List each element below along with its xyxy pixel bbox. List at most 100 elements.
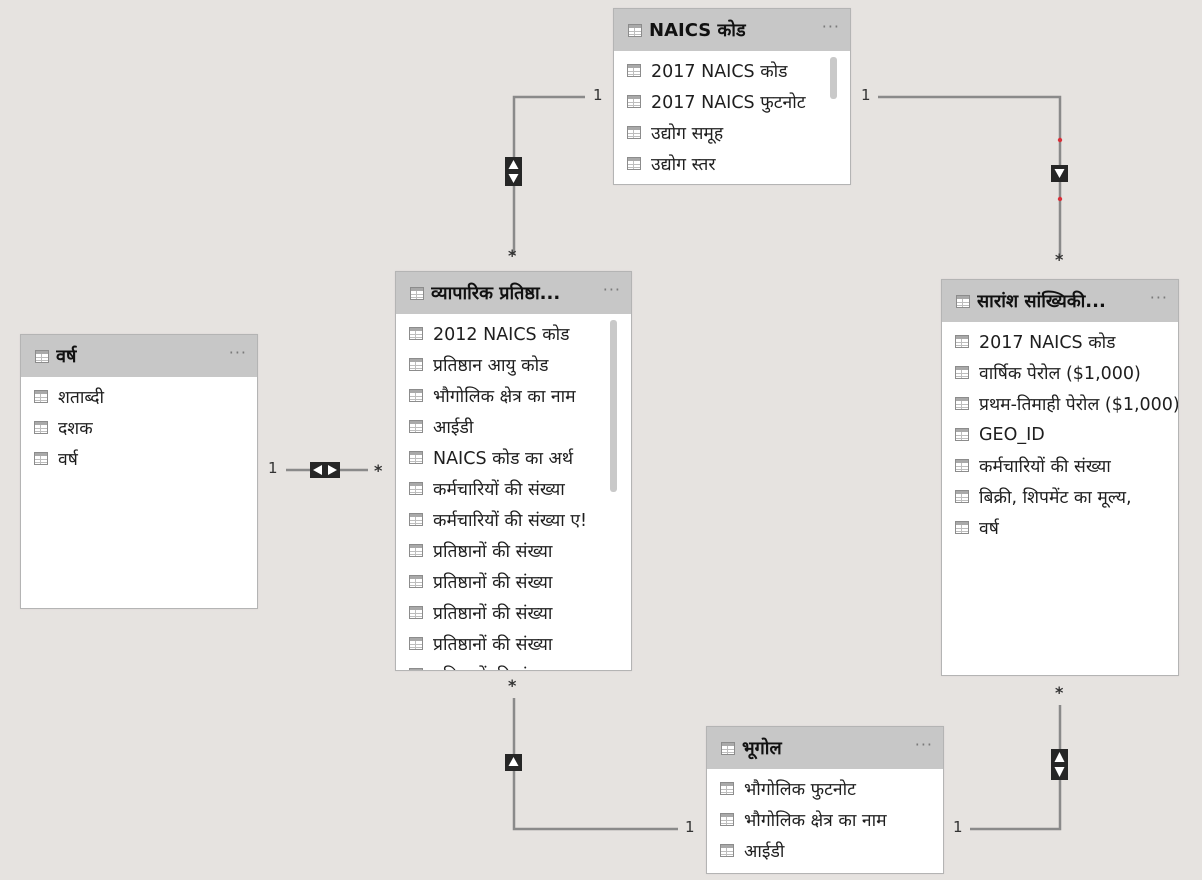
field-row[interactable]: बिक्री, शिपमेंट का मूल्य, bbox=[942, 481, 1178, 512]
field-name: वार्षिक पेरोल ($1,000) bbox=[979, 363, 1141, 384]
field-row[interactable]: आईडी bbox=[396, 411, 631, 442]
field-row[interactable]: कर्मचारियों की संख्या ए! bbox=[396, 504, 631, 535]
field-name: NAICS कोड का अर्थ bbox=[433, 448, 574, 469]
field-list: भौगोलिक फुटनोट भौगोलिक क्षेत्र का नाम आई… bbox=[707, 769, 943, 866]
more-options-icon[interactable]: ··· bbox=[821, 16, 840, 36]
field-icon bbox=[34, 390, 48, 403]
field-row[interactable]: कर्मचारियों की संख्या bbox=[942, 450, 1178, 481]
field-icon bbox=[720, 813, 734, 826]
field-row[interactable]: भौगोलिक क्षेत्र का नाम bbox=[396, 380, 631, 411]
field-row[interactable]: प्रथम-तिमाही पेरोल ($1,000) bbox=[942, 388, 1178, 419]
field-name: 2017 NAICS फुटनोट bbox=[651, 92, 806, 113]
cardinality-one-geo-business: 1 bbox=[685, 818, 695, 836]
field-row[interactable]: भौगोलिक फुटनोट bbox=[707, 773, 943, 804]
field-row[interactable]: उद्योग समूह bbox=[614, 117, 850, 148]
field-name: कर्मचारियों की संख्या bbox=[433, 479, 565, 500]
field-row[interactable]: प्रतिष्ठानों की संख्या bbox=[396, 535, 631, 566]
field-row[interactable]: 2017 NAICS फुटनोट bbox=[614, 86, 850, 117]
line-geo-business bbox=[512, 698, 678, 831]
field-row[interactable]: वार्षिक पेरोल ($1,000) bbox=[942, 357, 1178, 388]
field-row[interactable]: प्रतिष्ठानों की संख्या bbox=[396, 566, 631, 597]
field-name: वर्ष bbox=[979, 518, 999, 539]
accent-dot bbox=[1057, 137, 1063, 143]
table-title: व्यापारिक प्रतिष्ठा... bbox=[431, 283, 561, 304]
cardinality-many-geo-summary: * bbox=[1055, 683, 1064, 702]
table-header[interactable]: भूगोल ··· bbox=[707, 727, 943, 769]
table-header[interactable]: व्यापारिक प्रतिष्ठा... ··· bbox=[396, 272, 631, 314]
table-title: NAICS कोड bbox=[649, 20, 746, 41]
field-row[interactable]: आईडी bbox=[707, 835, 943, 866]
more-options-icon[interactable]: ··· bbox=[1149, 287, 1168, 307]
field-icon bbox=[409, 606, 423, 619]
table-header[interactable]: सारांश सांख्यिकी... ··· bbox=[942, 280, 1178, 322]
more-options-icon[interactable]: ··· bbox=[914, 734, 933, 754]
field-name: शताब्दी bbox=[58, 387, 105, 408]
field-name: प्रतिष्ठानों की संख्या bbox=[433, 541, 553, 562]
field-row[interactable]: प्रतिष्ठानों की संख्या bbox=[396, 628, 631, 659]
table-title: सारांश सांख्यिकी... bbox=[977, 291, 1106, 312]
table-naics-codes[interactable]: NAICS कोड ··· 2017 NAICS कोड 2017 NAICS … bbox=[613, 8, 851, 185]
field-row[interactable]: शताब्दी bbox=[21, 381, 257, 412]
table-summary-statistics[interactable]: सारांश सांख्यिकी... ··· 2017 NAICS कोड व… bbox=[941, 279, 1179, 676]
line-geo-summary bbox=[970, 705, 1062, 831]
field-row[interactable]: वर्ष bbox=[942, 512, 1178, 543]
field-row[interactable]: प्रतिष्ठानों की संख्या bbox=[396, 659, 631, 670]
field-row[interactable]: 2017 NAICS कोड bbox=[614, 55, 850, 86]
line-naics-summary bbox=[878, 95, 1062, 258]
field-row[interactable]: 2017 NAICS कोड bbox=[942, 326, 1178, 357]
table-business-establishments[interactable]: व्यापारिक प्रतिष्ठा... ··· 2012 NAICS को… bbox=[395, 271, 632, 671]
cardinality-one-naics-business: 1 bbox=[593, 86, 603, 104]
field-name: आईडी bbox=[744, 841, 785, 862]
field-icon bbox=[955, 335, 969, 348]
field-name: उद्योग स्तर bbox=[651, 154, 716, 175]
field-name: प्रतिष्ठानों की संख्या bbox=[433, 603, 553, 624]
field-icon bbox=[627, 157, 641, 170]
scrollbar[interactable] bbox=[610, 320, 617, 492]
field-icon bbox=[627, 64, 641, 77]
crossfilter-single-marker-geo-business[interactable] bbox=[505, 754, 522, 771]
table-header[interactable]: वर्ष ··· bbox=[21, 335, 257, 377]
field-name: 2017 NAICS कोड bbox=[979, 332, 1116, 353]
crossfilter-both-marker-geo-summary[interactable] bbox=[1051, 749, 1068, 780]
field-row[interactable]: दशक bbox=[21, 412, 257, 443]
table-year[interactable]: वर्ष ··· शताब्दी दशक वर्ष bbox=[20, 334, 258, 609]
field-row[interactable]: प्रतिष्ठान आयु कोड bbox=[396, 349, 631, 380]
field-row[interactable]: NAICS कोड का अर्थ bbox=[396, 442, 631, 473]
field-icon bbox=[955, 366, 969, 379]
field-name: GEO_ID bbox=[979, 424, 1045, 445]
accent-dot bbox=[1057, 196, 1063, 202]
cardinality-many-naics-business: * bbox=[508, 246, 517, 265]
crossfilter-single-marker-naics-summary[interactable] bbox=[1051, 165, 1068, 182]
table-geography[interactable]: भूगोल ··· भौगोलिक फुटनोट भौगोलिक क्षेत्र… bbox=[706, 726, 944, 874]
field-icon bbox=[409, 544, 423, 557]
field-row[interactable]: वर्ष bbox=[21, 443, 257, 474]
cardinality-many-naics-summary: * bbox=[1055, 250, 1064, 269]
field-icon bbox=[409, 451, 423, 464]
cardinality-many-year-business: * bbox=[374, 461, 383, 480]
cardinality-many-geo-business: * bbox=[508, 676, 517, 695]
field-icon bbox=[409, 668, 423, 670]
field-row[interactable]: कर्मचारियों की संख्या bbox=[396, 473, 631, 504]
field-row[interactable]: 2012 NAICS कोड bbox=[396, 318, 631, 349]
more-options-icon[interactable]: ··· bbox=[602, 279, 621, 299]
field-row[interactable]: GEO_ID bbox=[942, 419, 1178, 450]
table-icon bbox=[956, 294, 970, 308]
crossfilter-both-marker-year-business[interactable] bbox=[310, 462, 340, 478]
field-name: बिक्री, शिपमेंट का मूल्य, bbox=[979, 487, 1132, 508]
field-name: भौगोलिक क्षेत्र का नाम bbox=[744, 810, 887, 831]
crossfilter-both-marker-naics-business[interactable] bbox=[505, 157, 522, 186]
cardinality-one-geo-summary: 1 bbox=[953, 818, 963, 836]
field-row[interactable]: भौगोलिक क्षेत्र का नाम bbox=[707, 804, 943, 835]
field-name: 2012 NAICS कोड bbox=[433, 324, 570, 345]
table-icon bbox=[628, 23, 642, 37]
field-row[interactable]: उद्योग स्तर bbox=[614, 148, 850, 179]
field-name: कर्मचारियों की संख्या bbox=[979, 456, 1111, 477]
scrollbar[interactable] bbox=[830, 57, 837, 99]
table-header[interactable]: NAICS कोड ··· bbox=[614, 9, 850, 51]
field-row[interactable]: प्रतिष्ठानों की संख्या bbox=[396, 597, 631, 628]
table-icon bbox=[35, 349, 49, 363]
field-icon bbox=[720, 782, 734, 795]
more-options-icon[interactable]: ··· bbox=[228, 342, 247, 362]
table-icon bbox=[721, 741, 735, 755]
